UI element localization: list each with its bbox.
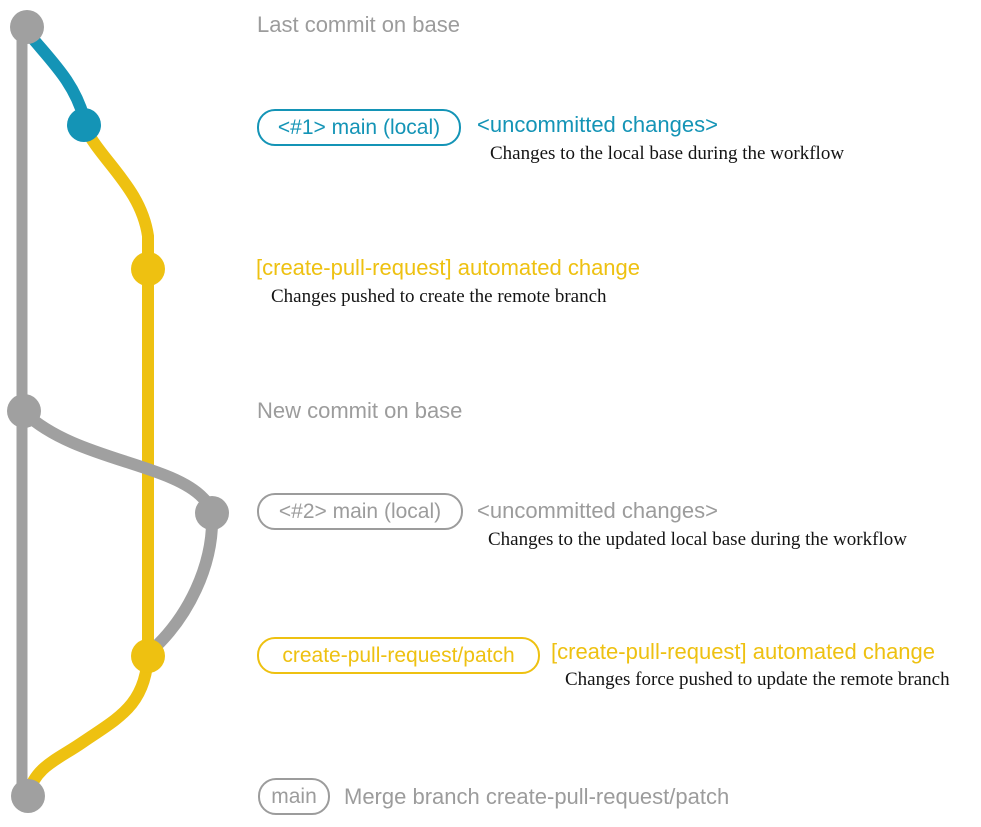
caption-uncommitted-changes-2: Changes to the updated local base during…: [488, 529, 907, 550]
headline-automated-change-2: [create-pull-request] automated change: [551, 639, 936, 664]
branch-badge-main: main: [258, 778, 330, 815]
caption-uncommitted-changes-1: Changes to the local base during the wor…: [490, 143, 845, 164]
caption-automated-change-2: Changes force pushed to update the remot…: [565, 669, 950, 690]
label-last-commit-on-base: Last commit on base: [257, 12, 460, 37]
commit-graph: [7, 10, 229, 813]
headline-uncommitted-changes-1: <uncommitted changes>: [477, 112, 718, 137]
branch-path-main2-to-patch: [144, 508, 219, 658]
branch-badge-create-pull-request-patch: create-pull-request/patch: [257, 637, 540, 674]
branch-path-base-to-main2: [19, 407, 218, 520]
commit-node-uncommitted-changes-2: [195, 496, 229, 530]
commit-node-automated-change-2: [131, 639, 165, 673]
headline-uncommitted-changes-2: <uncommitted changes>: [477, 498, 718, 523]
commit-node-new-commit-on-base: [7, 394, 41, 428]
branch-badge-main-local-1: <#1> main (local): [257, 109, 461, 146]
commit-node-last-commit-on-base: [10, 10, 44, 44]
branch-badge-main-local-2: <#2> main (local): [257, 493, 463, 530]
branch-path-create-pull-request-patch: [22, 120, 154, 800]
commit-node-uncommitted-changes-1: [67, 108, 101, 142]
commit-node-merge-commit: [11, 779, 45, 813]
branch-path-main-local: [23, 28, 90, 124]
caption-automated-change-1: Changes pushed to create the remote bran…: [271, 286, 607, 307]
label-new-commit-on-base: New commit on base: [257, 398, 463, 423]
label-merge-branch: Merge branch create-pull-request/patch: [344, 784, 730, 809]
headline-automated-change-1: [create-pull-request] automated change: [256, 255, 641, 280]
commit-node-automated-change-1: [131, 252, 165, 286]
